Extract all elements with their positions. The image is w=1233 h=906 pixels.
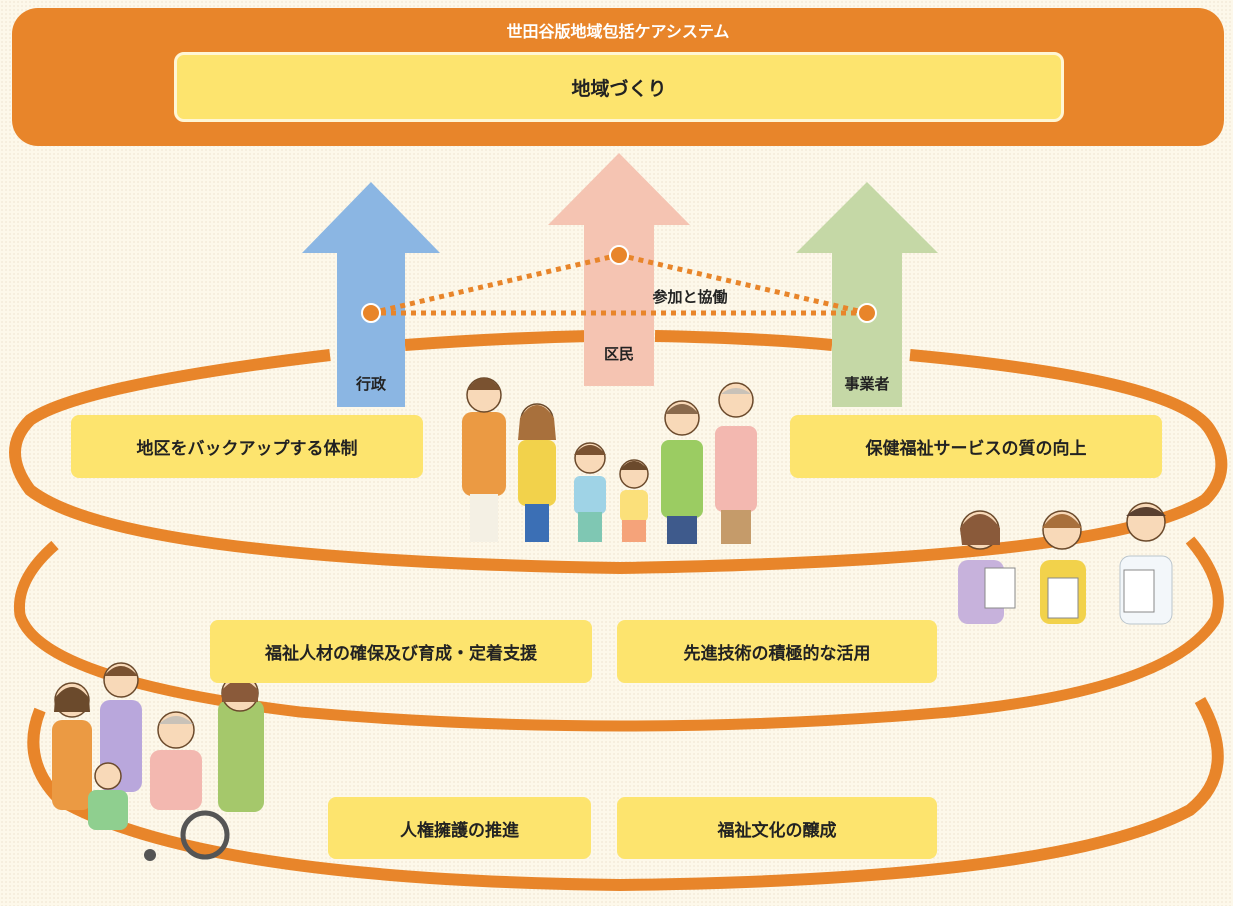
- kumin-arrow: [548, 153, 690, 386]
- node-gyosei: [361, 303, 381, 323]
- top-tier-left-box: 地区をバックアップする体制: [71, 415, 423, 478]
- goal-label: 地域づくり: [571, 77, 667, 100]
- top-tier-ring: [9, 330, 1228, 575]
- top-tier-right-box: 保健福祉サービスの質の向上: [790, 415, 1162, 478]
- banner-title: 世田谷版地域包括ケアシステム: [506, 22, 730, 41]
- jigyosha-label: 事業者: [844, 374, 890, 393]
- middle-tier-right-box: 先進技術の積極的な活用: [617, 620, 937, 683]
- family-illustration: [462, 377, 757, 544]
- goal-box: [174, 52, 1064, 122]
- kumin-label: 区民: [603, 344, 634, 363]
- middle-tier-ring: [13, 536, 1224, 732]
- jigyosha-arrow: [796, 182, 938, 407]
- staff-illustration: [958, 502, 1173, 625]
- gyosei-arrow: [302, 182, 440, 407]
- node-jigyosha: [857, 303, 877, 323]
- bottom-tier-left-box: 人権擁護の推進: [328, 797, 591, 859]
- middle-tier-left-box: 福祉人材の確保及び育成・定着支援: [210, 620, 592, 683]
- bottom-tier-right-box: 福祉文化の醸成: [617, 797, 937, 859]
- collaboration-triangle: [361, 245, 877, 323]
- collaboration-label: 参加と協働: [652, 287, 728, 306]
- gyosei-label: 行政: [355, 374, 386, 393]
- node-kumin: [609, 245, 629, 265]
